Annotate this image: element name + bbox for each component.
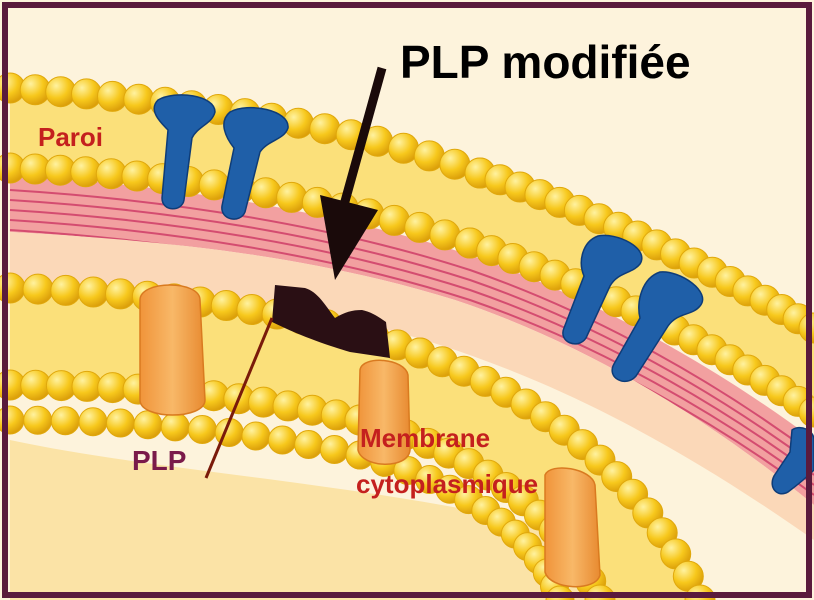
lipid-head [389, 133, 419, 163]
lipid-head [23, 274, 53, 304]
lipid-head [310, 114, 340, 144]
lipid-head [320, 436, 348, 464]
label-cytoplasmique: cytoplasmique [356, 469, 538, 499]
lipid-head [72, 79, 102, 109]
lipid-head [51, 407, 79, 435]
lipid-head [79, 408, 107, 436]
lipid-head [51, 275, 81, 305]
lipid-head [161, 413, 189, 441]
orange-protein-icon [545, 468, 600, 587]
lipid-head [134, 411, 162, 439]
lipid-head [277, 182, 307, 212]
lipid-head [295, 431, 323, 459]
orange-protein-icon [140, 285, 205, 415]
lipid-head [211, 291, 241, 321]
label-plp-modifiee: PLP modifiée [400, 36, 691, 88]
lipid-head [98, 81, 128, 111]
label-plp: PLP [132, 445, 186, 476]
lipid-head [188, 416, 216, 444]
lipid-head [251, 178, 281, 208]
lipid-head [106, 279, 136, 309]
lipid-head [24, 406, 52, 434]
lipid-head [242, 422, 270, 450]
lipid-head [268, 426, 296, 454]
lipid-head [78, 277, 108, 307]
label-paroi: Paroi [38, 122, 103, 152]
lipid-head [124, 84, 154, 114]
label-membrane: Membrane [360, 423, 490, 453]
lipid-head [107, 409, 135, 437]
